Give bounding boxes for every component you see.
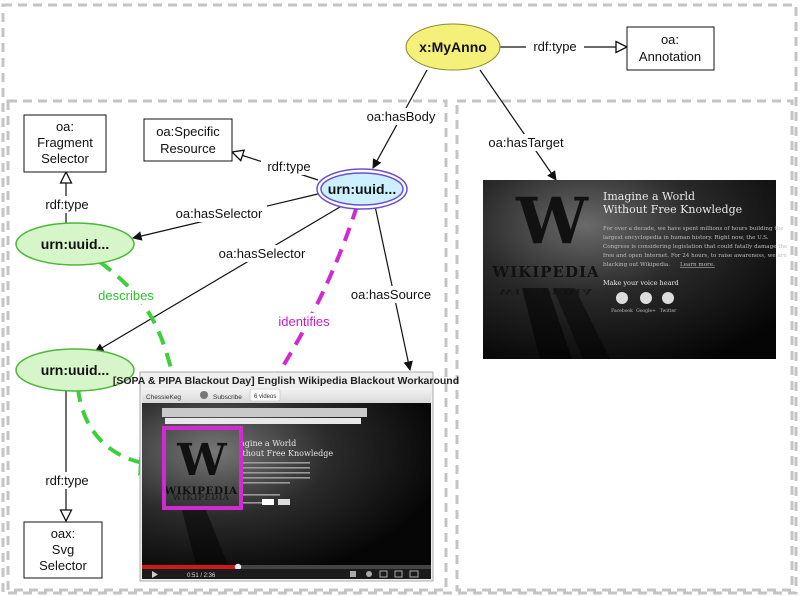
video-wordmark: WIKIPEDIA [163, 485, 238, 497]
target-wordmark-shadow: WIKIPEDIA [498, 287, 593, 296]
label-fragment-type: rdf:type [45, 197, 88, 212]
target-graph-frame [455, 99, 794, 592]
body-graph-frame [6, 99, 448, 592]
edge-labels: rdf:type oa:hasBody oa:hasTarget rdf:typ… [38, 38, 584, 489]
target-wordmark: WIKIPEDIA [491, 263, 599, 281]
video-inner-title-1: agine a World [240, 439, 296, 448]
label-has-body: oa:hasBody [367, 109, 436, 124]
edge-describes [98, 260, 192, 431]
label-has-selector-2: oa:hasSelector [219, 246, 306, 261]
target-image: W WIKIPEDIA WIKIPEDIA Imagine a World Wi… [483, 180, 788, 359]
class-specific-resource: oa:Specific Resource [143, 118, 233, 162]
source-video: [SOPA & PIPA Blackout Day] English Wikip… [113, 371, 459, 582]
class-annotation-line-2: Annotation [639, 49, 701, 64]
target-title-2: Without Free Knowledge [603, 203, 742, 216]
label-has-source: oa:hasSource [351, 287, 431, 302]
target-voice-heading: Make your voice heard [603, 279, 679, 287]
node-my-anno: x:MyAnno [405, 23, 501, 71]
label-describes: describes [98, 288, 154, 303]
edge-describes-svg [76, 387, 163, 476]
node-svg-selector-label: urn:uuid... [41, 362, 109, 378]
video-wordmark-shadow: WIKIPEDIA [172, 492, 230, 502]
class-svg-selector-line-3: Selector [39, 558, 87, 573]
label-specific-type: rdf:type [267, 159, 310, 174]
twitter-icon [662, 292, 674, 304]
video-count: 6 videos [254, 394, 276, 400]
node-svg-selector: urn:uuid... [15, 348, 135, 392]
label-has-target: oa:hasTarget [488, 135, 564, 150]
popout-icon[interactable] [379, 570, 388, 578]
class-fragment-selector-line-2: Fragment [37, 135, 93, 150]
node-specific-resource-label: urn:uuid... [328, 181, 396, 197]
target-body-line-4: free and open Internet. For 24 hours, to… [603, 253, 787, 259]
class-svg-selector: oax: Svg Selector [23, 521, 103, 579]
video-controls [142, 569, 431, 579]
label-has-selector-1: oa:hasSelector [176, 206, 263, 221]
target-social-google: Google+ [636, 308, 656, 314]
volume-icon[interactable] [350, 571, 356, 577]
target-body-line-2: largest encyclopedia in human history. R… [603, 235, 769, 241]
video-title: [SOPA & PIPA Blackout Day] English Wikip… [113, 375, 459, 387]
video-wikipedia-logo: W [176, 435, 227, 486]
google-plus-icon [640, 292, 652, 304]
class-fragment-selector-line-3: Selector [41, 151, 89, 166]
label-identifies: identifies [278, 314, 330, 329]
edge-has-selector-2 [94, 203, 346, 353]
class-annotation: oa: Annotation [626, 26, 715, 71]
target-body-line-5: blacking out Wikipedia. [603, 262, 670, 268]
svg-selection-highlight [162, 426, 243, 510]
class-specific-resource-line-1: oa:Specific [156, 124, 220, 139]
theater-icon[interactable] [394, 570, 403, 578]
edge-has-target [479, 69, 557, 181]
target-title-1: Imagine a World [603, 190, 695, 203]
video-subscribe-button[interactable]: Subscribe [213, 394, 242, 401]
class-annotation-line-1: oa: [661, 32, 679, 47]
video-time: 0:51 / 2:36 [187, 573, 216, 579]
node-fragment-selector-label: urn:uuid... [41, 236, 109, 252]
class-fragment-selector-line-1: oa: [56, 119, 74, 134]
class-fragment-selector: oa: Fragment Selector [23, 114, 107, 173]
target-learn-more-link: Learn more. [680, 262, 715, 268]
class-svg-selector-line-2: Svg [52, 542, 74, 557]
fullscreen-icon[interactable] [409, 570, 419, 578]
play-icon[interactable] [152, 571, 158, 578]
video-channel: ChessieKeg [146, 394, 181, 401]
node-my-anno-label: x:MyAnno [419, 39, 487, 55]
target-body-line-1: For over a decade, we have spent million… [603, 226, 784, 232]
target-social-twitter: Twitter [660, 308, 677, 314]
target-body-line-3: Congress is considering legislation that… [603, 244, 788, 250]
outer-graph-frame [1, 3, 798, 595]
node-fragment-selector: urn:uuid... [15, 222, 135, 266]
facebook-icon [616, 292, 628, 304]
class-specific-resource-line-2: Resource [160, 141, 216, 156]
subscribe-icon [200, 391, 208, 399]
node-specific-resource: urn:uuid... [316, 168, 408, 210]
video-inner-title-2: ithout Free Knowledge [240, 449, 333, 458]
target-social-facebook: Facebook [611, 308, 633, 314]
target-wikipedia-logo: W [515, 184, 589, 259]
class-svg-selector-line-1: oax: [51, 526, 76, 541]
label-anno-type: rdf:type [533, 39, 576, 54]
settings-icon[interactable] [366, 571, 372, 577]
label-svg-type: rdf:type [45, 473, 88, 488]
